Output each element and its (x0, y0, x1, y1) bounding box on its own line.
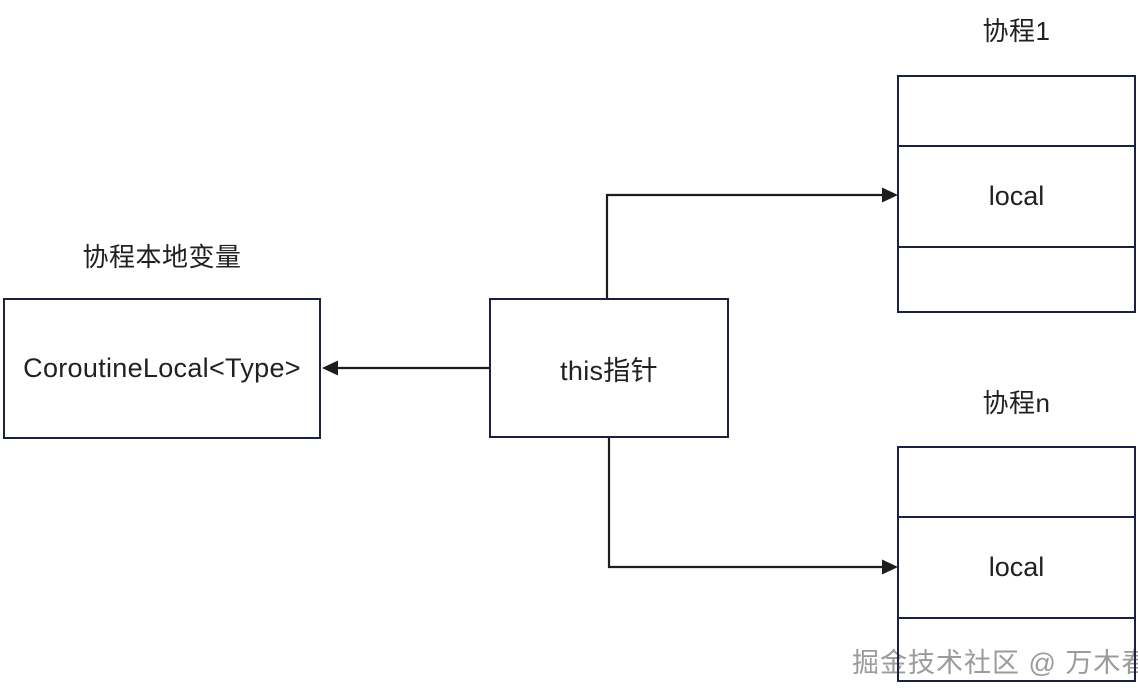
table-row-local: local (899, 516, 1134, 617)
coroutine-n-table: local (897, 446, 1136, 682)
coroutine-1-table: local (897, 75, 1136, 313)
table-row (899, 246, 1134, 311)
this-pointer-box-label: this指针 (560, 355, 658, 386)
this-pointer-box: this指针 (489, 298, 729, 438)
arrow-this-to-coroutine-local (322, 360, 489, 376)
coroutine-n-title: 协程n (982, 388, 1051, 418)
coroutine-local-box: CoroutineLocal<Type> (3, 298, 321, 439)
table-row (899, 77, 1134, 145)
watermark-text: 掘金技术社区 @ 万木春 (852, 648, 1138, 678)
arrow-this-to-coroutine-n-local (607, 438, 898, 575)
coroutine-local-box-label: CoroutineLocal<Type> (23, 353, 301, 383)
coroutine-1-title: 协程1 (982, 16, 1051, 46)
table-row (899, 448, 1134, 516)
table-row-local: local (899, 145, 1134, 246)
coroutine-local-title: 协程本地变量 (82, 242, 242, 272)
table-row (899, 617, 1134, 680)
arrow-this-to-coroutine-1-local (605, 187, 898, 298)
